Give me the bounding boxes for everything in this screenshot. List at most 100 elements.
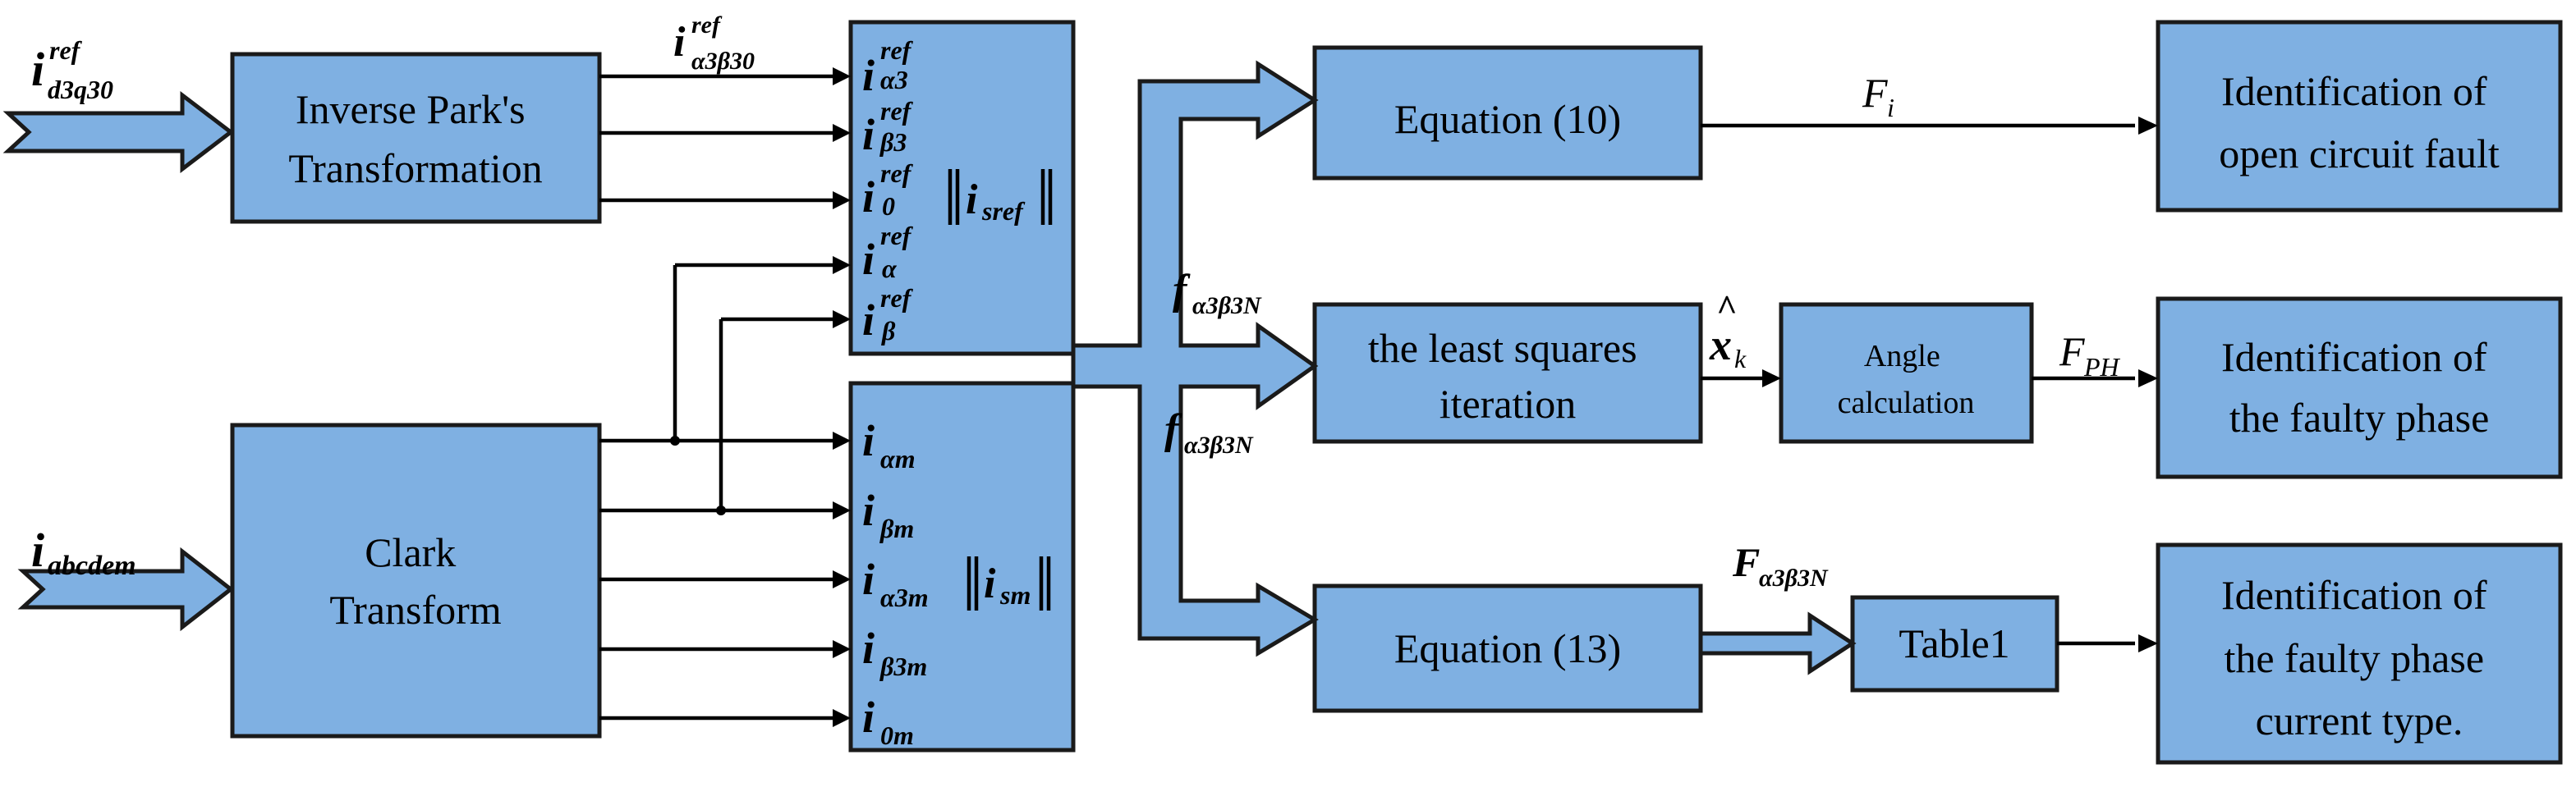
svg-text:β3m: β3m xyxy=(879,652,927,681)
ref-item-ialpha3: i ref α3 xyxy=(862,35,914,100)
f-lower-label: f α3β3N xyxy=(1164,406,1254,459)
svg-text:ref: ref xyxy=(691,11,723,39)
svg-text:αm: αm xyxy=(880,444,916,474)
svg-text:0: 0 xyxy=(882,191,895,221)
equation-13-label: Equation (13) xyxy=(1394,625,1621,671)
svg-text:i: i xyxy=(862,172,875,222)
svg-text:i: i xyxy=(984,561,996,607)
table1-label: Table1 xyxy=(1899,620,2009,666)
svg-text:ref: ref xyxy=(880,96,914,126)
F-bus-arrow xyxy=(1698,611,1857,675)
reference-current-block xyxy=(848,20,1076,356)
svg-text:sref: sref xyxy=(981,196,1026,226)
svg-text:i: i xyxy=(1887,93,1894,122)
svg-text:α: α xyxy=(882,254,898,283)
ref-item-i0: i ref 0 xyxy=(862,158,914,222)
svg-text:i: i xyxy=(862,110,875,159)
bus-arrow xyxy=(1071,60,1319,657)
svg-text:f: f xyxy=(1173,267,1191,313)
measured-current-block xyxy=(848,381,1076,753)
ref-item-ialpha: i ref α xyxy=(862,221,914,284)
svg-text:α3β30: α3β30 xyxy=(691,48,755,75)
meas-item-i0m: i 0m xyxy=(862,693,914,750)
svg-text:i: i xyxy=(31,524,44,577)
meas-item-ibetam: i βm xyxy=(862,486,914,543)
meas-norm-label: i sm xyxy=(967,556,1051,611)
meas-item-ibeta3m: i β3m xyxy=(862,624,927,681)
svg-text:βm: βm xyxy=(879,514,914,543)
svg-text:d3q30: d3q30 xyxy=(48,75,113,104)
svg-text:α3: α3 xyxy=(880,65,908,94)
svg-text:i: i xyxy=(862,624,875,673)
x-hat-label: ^ x k xyxy=(1709,288,1747,373)
id-faulty-phase-block xyxy=(2156,296,2563,479)
svg-text:i: i xyxy=(673,19,686,66)
signal-lines xyxy=(599,74,2135,721)
svg-text:i: i xyxy=(862,51,875,100)
inverse-park-label: Inverse Park's Transformation xyxy=(288,86,542,191)
Fi-label: F i xyxy=(1862,70,1894,122)
svg-text:k: k xyxy=(1734,344,1747,373)
svg-text:ref: ref xyxy=(880,221,914,250)
svg-text:i: i xyxy=(966,176,978,223)
svg-text:F: F xyxy=(1732,539,1760,585)
svg-text:i: i xyxy=(862,295,875,345)
svg-text:ref: ref xyxy=(880,158,914,188)
svg-text:i: i xyxy=(31,43,44,96)
ref-norm-label: i sref xyxy=(948,169,1053,226)
id-open-circuit-label: Identification of open circuit fault xyxy=(2219,68,2500,176)
id-fault-type-label: Identification of the faulty phase curre… xyxy=(2221,572,2497,744)
svg-text:F: F xyxy=(2059,328,2085,374)
svg-text:abcdem: abcdem xyxy=(48,551,136,581)
equation-13-block xyxy=(1312,583,1703,713)
arrowheads xyxy=(833,67,2158,727)
svg-text:sm: sm xyxy=(999,580,1031,610)
svg-text:F: F xyxy=(1862,70,1888,116)
meas-item-ialpha3m: i α3m xyxy=(862,555,929,612)
equation-10-label: Equation (10) xyxy=(1394,96,1621,142)
meas-item-ialpham: i αm xyxy=(862,416,916,474)
input-arrow-iref xyxy=(2,90,235,174)
svg-text:i: i xyxy=(862,555,875,604)
least-squares-block xyxy=(1312,302,1703,444)
svg-text:f: f xyxy=(1164,406,1182,453)
input-iref-label: i ref d3q30 xyxy=(31,35,113,104)
least-squares-label: the least squares iteration xyxy=(1368,325,1647,427)
svg-text:i: i xyxy=(862,416,875,465)
svg-text:ref: ref xyxy=(880,35,914,65)
id-faulty-phase-label: Identification of the faulty phase xyxy=(2221,334,2497,441)
id-open-circuit-block xyxy=(2156,20,2563,213)
svg-text:PH: PH xyxy=(2083,352,2121,382)
ref-item-ibeta3: i ref β3 xyxy=(862,96,914,159)
svg-text:β3: β3 xyxy=(879,127,907,157)
svg-text:^: ^ xyxy=(1716,288,1737,328)
table1-block xyxy=(1850,595,2059,693)
svg-text:α3β3N: α3β3N xyxy=(1192,292,1262,319)
svg-text:ref: ref xyxy=(49,35,83,65)
angle-calculation-block xyxy=(1779,302,2034,444)
input-iabcdem-label: i abcdem xyxy=(31,524,136,581)
clark-transform-label: Clark Transform xyxy=(329,529,501,633)
svg-text:i: i xyxy=(862,693,875,742)
svg-text:x: x xyxy=(1709,320,1732,369)
svg-text:ref: ref xyxy=(880,283,914,313)
input-arrow-iabcdem xyxy=(17,547,235,632)
id-fault-type-block xyxy=(2156,542,2563,765)
svg-text:0m: 0m xyxy=(880,721,914,750)
f-upper-label: f α3β3N xyxy=(1173,267,1262,319)
svg-text:α3β3N: α3β3N xyxy=(1759,565,1829,592)
svg-text:α3β3N: α3β3N xyxy=(1184,432,1254,459)
ref-item-ibeta: i ref β xyxy=(862,283,914,345)
junction-dots xyxy=(670,436,726,515)
clark-transform-block xyxy=(230,423,602,739)
iref-bus-label: i ref α3β30 xyxy=(673,11,755,75)
FPH-label: F PH xyxy=(2059,328,2121,382)
equation-10-block xyxy=(1312,45,1703,181)
svg-text:i: i xyxy=(862,235,875,284)
svg-text:β: β xyxy=(881,316,896,345)
svg-text:α3m: α3m xyxy=(880,583,929,612)
inverse-park-block xyxy=(230,52,602,224)
F-bus-label: F α3β3N xyxy=(1732,539,1829,592)
angle-calculation-label: Angle calculation xyxy=(1838,339,1975,420)
